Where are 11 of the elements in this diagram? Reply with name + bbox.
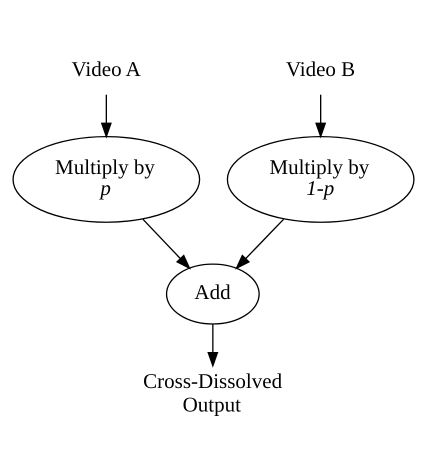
node-text: Video B — [286, 56, 356, 81]
node-ellipse: Add — [166, 263, 260, 325]
arrow — [315, 94, 326, 138]
arrow — [235, 218, 284, 270]
node-text: Video A — [71, 56, 141, 81]
node-ellipse: Multiply by p — [12, 136, 200, 223]
node-text: Cross-Dissolved Output — [143, 368, 282, 417]
arrow — [100, 94, 112, 138]
arrow — [207, 324, 218, 368]
arrow — [142, 218, 191, 270]
node-ellipse: Multiply by 1-p — [226, 136, 415, 223]
